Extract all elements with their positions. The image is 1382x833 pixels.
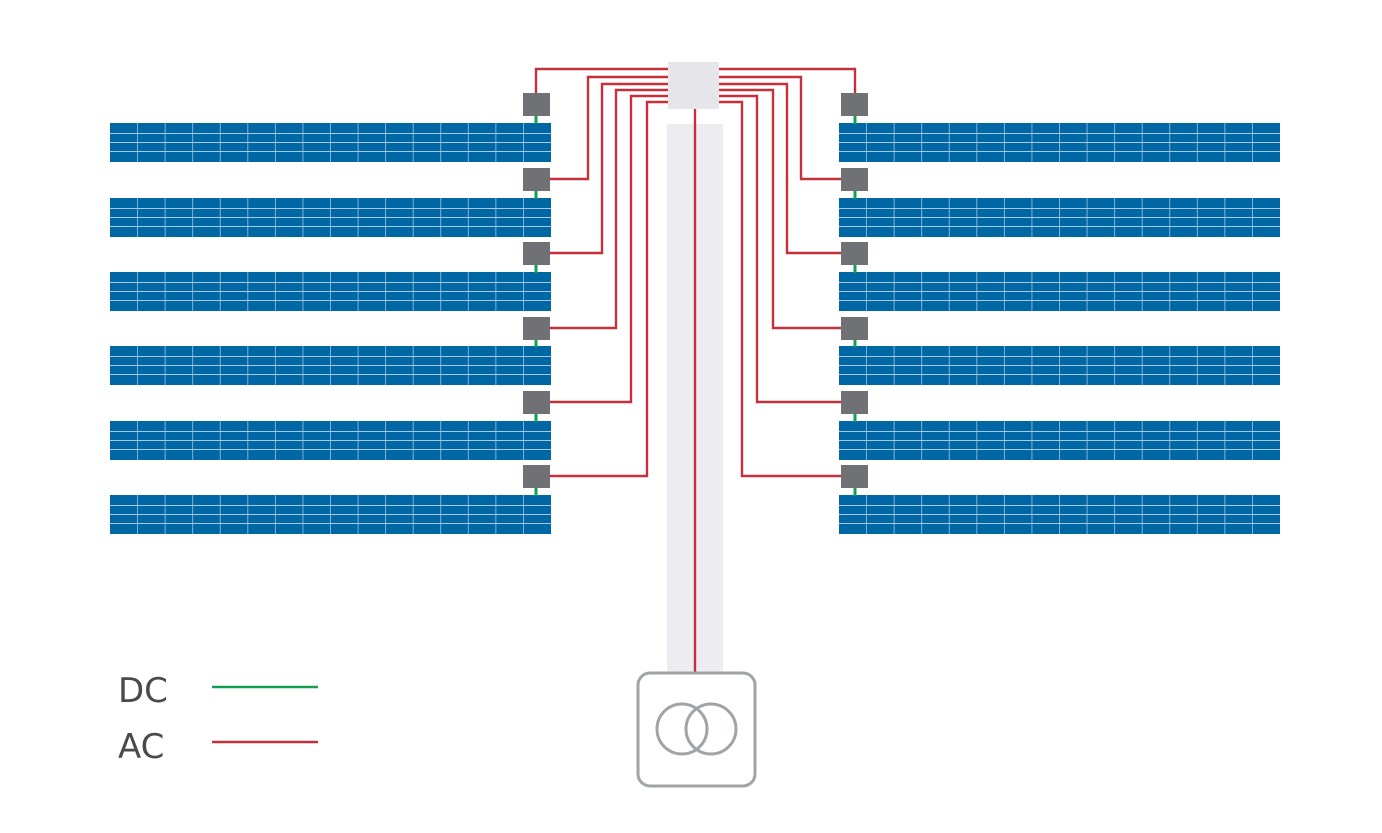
transformer-icon [636, 671, 757, 788]
inverter-icon [523, 93, 550, 116]
solar-panel-row-icon [839, 272, 1280, 311]
ac-feeder-left-6 [550, 100, 668, 478]
solar-panel-row-icon [839, 346, 1280, 385]
ac-feeder-left-2 [550, 75, 668, 181]
solar-panel-row-icon [110, 198, 551, 237]
inverter-icon [841, 242, 868, 265]
inverter-icon [841, 391, 868, 414]
inverter-icon [841, 168, 868, 191]
solar-panel-rows [110, 123, 1280, 534]
ac-combiner-box-icon [668, 62, 719, 109]
ac-feeder-right-6 [719, 100, 841, 478]
ac-feeder-right-5 [719, 94, 841, 404]
solar-panel-row-icon [110, 272, 551, 311]
solar-panel-row-icon [839, 198, 1280, 237]
legend-dc-label: DC [118, 671, 168, 711]
ac-feeder-right-1 [719, 67, 857, 93]
solar-panel-row-icon [110, 495, 551, 534]
inverter-icon [523, 465, 550, 488]
solar-panel-row-icon [110, 346, 551, 385]
inverter-icon [841, 317, 868, 340]
ac-feeder-left-4 [550, 88, 668, 330]
solar-panel-row-icon [110, 421, 551, 460]
inverter-icon [523, 242, 550, 265]
ac-feeder-right-3 [719, 82, 841, 255]
ac-feeder-right-4 [719, 88, 841, 330]
inverter-icon [523, 168, 550, 191]
ac-wiring [534, 67, 857, 478]
legend-ac-label: AC [118, 727, 164, 767]
dc-wiring [534, 115, 857, 496]
inverter-icon [523, 391, 550, 414]
solar-panel-row-icon [110, 123, 551, 162]
inverter-icon [841, 465, 868, 488]
ac-feeder-right-2 [719, 75, 841, 181]
ac-feeder-left-5 [550, 94, 668, 404]
ac-feeder-left-3 [550, 82, 668, 255]
solar-panel-row-icon [839, 123, 1280, 162]
ac-feeder-left-1 [534, 67, 668, 93]
solar-panel-row-icon [839, 495, 1280, 534]
legend: DC AC [118, 671, 318, 767]
solar-panel-row-icon [839, 421, 1280, 460]
inverter-icon [841, 93, 868, 116]
string-inverters [523, 93, 868, 488]
inverter-icon [523, 317, 550, 340]
